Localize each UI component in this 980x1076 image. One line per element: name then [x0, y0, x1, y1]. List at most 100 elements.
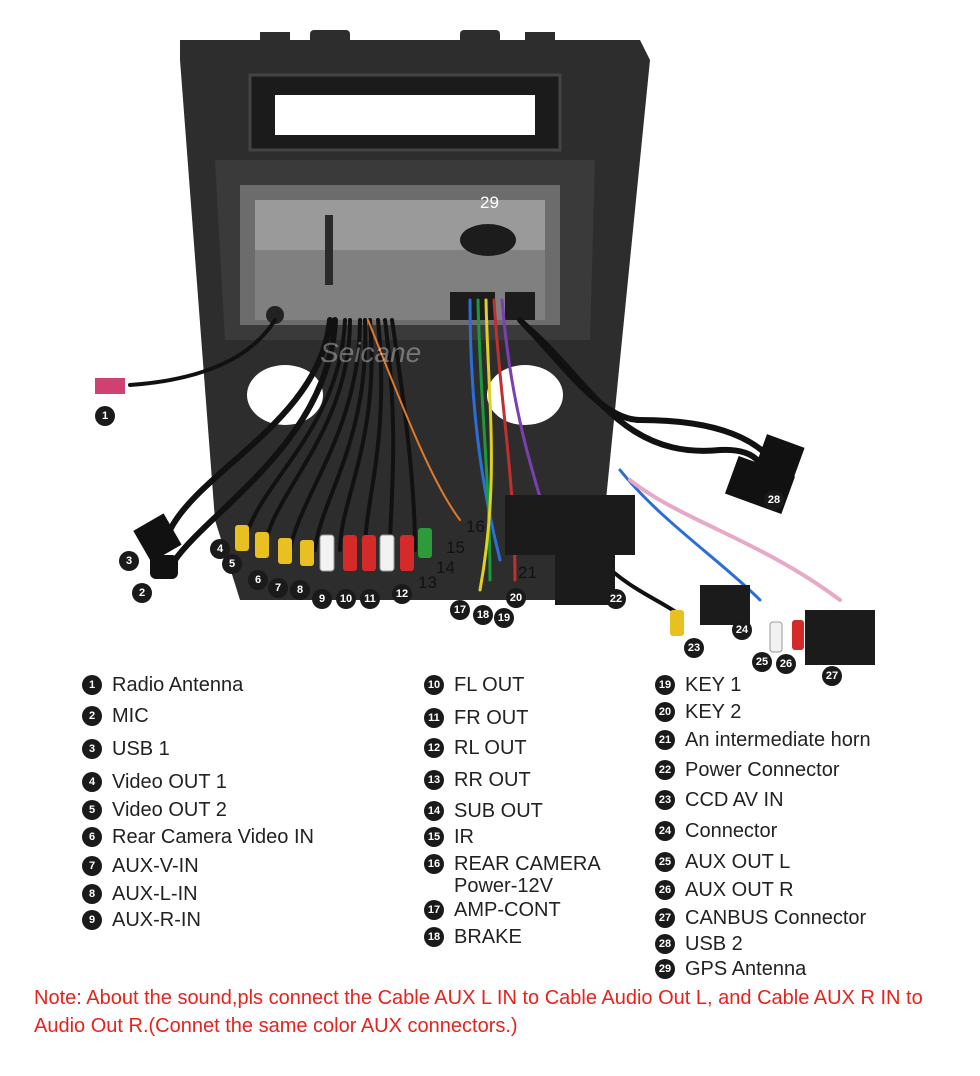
photo-label-3: 3: [119, 551, 139, 571]
radio-unit: [240, 185, 560, 325]
legend-label: RL OUT: [454, 737, 527, 759]
legend-number-badge: 25: [655, 852, 675, 872]
legend-item-22: 22 Power Connector: [655, 759, 840, 781]
photo-label-26: 26: [776, 654, 796, 674]
legend-label: USB 1: [112, 738, 170, 760]
legend-item-27: 27 CANBUS Connector: [655, 907, 866, 929]
legend-label: Power Connector: [685, 759, 840, 781]
legend-item-12: 12 RL OUT: [424, 737, 527, 759]
legend-label: FR OUT: [454, 707, 529, 729]
photo-label-11: 11: [360, 589, 380, 609]
legend-number-badge: 23: [655, 790, 675, 810]
photo-label-9: 9: [312, 589, 332, 609]
legend-number-badge: 14: [424, 801, 444, 821]
photo-label-6: 6: [248, 570, 268, 590]
legend-item-13: 13 RR OUT: [424, 769, 531, 791]
photo-label-29: 29: [480, 193, 499, 212]
legend-number-badge: 29: [655, 959, 675, 979]
legend-number-badge: 21: [655, 730, 675, 750]
legend-number-badge: 26: [655, 880, 675, 900]
legend-number-badge: 27: [655, 908, 675, 928]
legend-label: RR OUT: [454, 769, 531, 791]
wiring-diagram-photo: Seicane: [95, 30, 875, 665]
legend-number-badge: 8: [82, 884, 102, 904]
legend-label: USB 2: [685, 933, 743, 955]
legend-item-19: 19 KEY 1: [655, 674, 741, 696]
legend-label: CCD AV IN: [685, 789, 784, 811]
note-text: Note: About the sound,pls connect the Ca…: [34, 987, 923, 1037]
legend-label: IR: [454, 826, 474, 848]
legend-item-11: 11 FR OUT: [424, 707, 528, 729]
legend-label: AUX-L-IN: [112, 883, 198, 905]
legend-item-1: 1 Radio Antenna: [82, 674, 243, 696]
legend-label: BRAKE: [454, 926, 522, 948]
legend-number-badge: 10: [424, 675, 444, 695]
legend-number-badge: 12: [424, 738, 444, 758]
legend-label: AMP-CONT: [454, 899, 561, 921]
legend-number-badge: 1: [82, 675, 102, 695]
legend-number-badge: 22: [655, 760, 675, 780]
photo-label-7: 7: [268, 578, 288, 598]
photo-label-14: 14: [436, 558, 455, 577]
photo-label-8: 8: [290, 580, 310, 600]
legend-label: SUB OUT: [454, 800, 543, 822]
watermark: Seicane: [320, 337, 421, 368]
legend-number-badge: 9: [82, 910, 102, 930]
photo-label-12: 12: [392, 584, 412, 604]
legend-item-20: 20 KEY 2: [655, 701, 741, 723]
legend-item-8: 8 AUX-L-IN: [82, 883, 198, 905]
legend-label: AUX-R-IN: [112, 909, 201, 931]
legend-label: GPS Antenna: [685, 958, 807, 980]
legend-label: KEY 1: [685, 674, 742, 696]
photo-label-28: 28: [764, 490, 784, 510]
cable-bundle: [128, 298, 842, 617]
legend-label: REAR CAMERA Power-12V: [454, 853, 601, 897]
legend-item-18: 18 BRAKE: [424, 926, 522, 948]
photo-label-27: 27: [822, 666, 842, 686]
legend-number-badge: 2: [82, 706, 102, 726]
photo-label-23: 23: [684, 638, 704, 658]
legend-label: An intermediate horn: [685, 729, 871, 751]
legend-label: Radio Antenna: [112, 674, 244, 696]
photo-label-5: 5: [222, 554, 242, 574]
legend-number-badge: 13: [424, 770, 444, 790]
legend-label: Video OUT 1: [112, 771, 227, 793]
legend-label: CANBUS Connector: [685, 907, 867, 929]
legend-number-badge: 28: [655, 934, 675, 954]
legend-label: AUX-V-IN: [112, 855, 199, 877]
photo-label-25: 25: [752, 652, 772, 672]
legend-number-badge: 19: [655, 675, 675, 695]
photo-label-2: 2: [132, 583, 152, 603]
photo-label-16: 16: [466, 517, 485, 536]
legend-label: MIC: [112, 705, 149, 727]
legend-item-28: 28 USB 2: [655, 933, 743, 955]
photo-label-21: 21: [518, 563, 537, 582]
legend-label: Rear Camera Video IN: [112, 826, 314, 848]
legend-label: Video OUT 2: [112, 799, 227, 821]
legend-number-badge: 20: [655, 702, 675, 722]
legend-item-9: 9 AUX-R-IN: [82, 909, 201, 931]
photo-label-22: 22: [606, 589, 626, 609]
legend-number-badge: 18: [424, 927, 444, 947]
legend-label: FL OUT: [454, 674, 525, 696]
legend-label: KEY 2: [685, 701, 742, 723]
legend-item-14: 14 SUB OUT: [424, 800, 543, 822]
photo-label-15: 15: [446, 538, 465, 557]
photo-label-13: 13: [418, 573, 437, 592]
legend-number-badge: 11: [424, 708, 444, 728]
photo-label-17: 17: [450, 600, 470, 620]
legend-item-29: 29 GPS Antenna: [655, 958, 806, 980]
legend-item-23: 23 CCD AV IN: [655, 789, 784, 811]
connectors: [95, 378, 875, 665]
photo-label-1: 1: [95, 406, 115, 426]
